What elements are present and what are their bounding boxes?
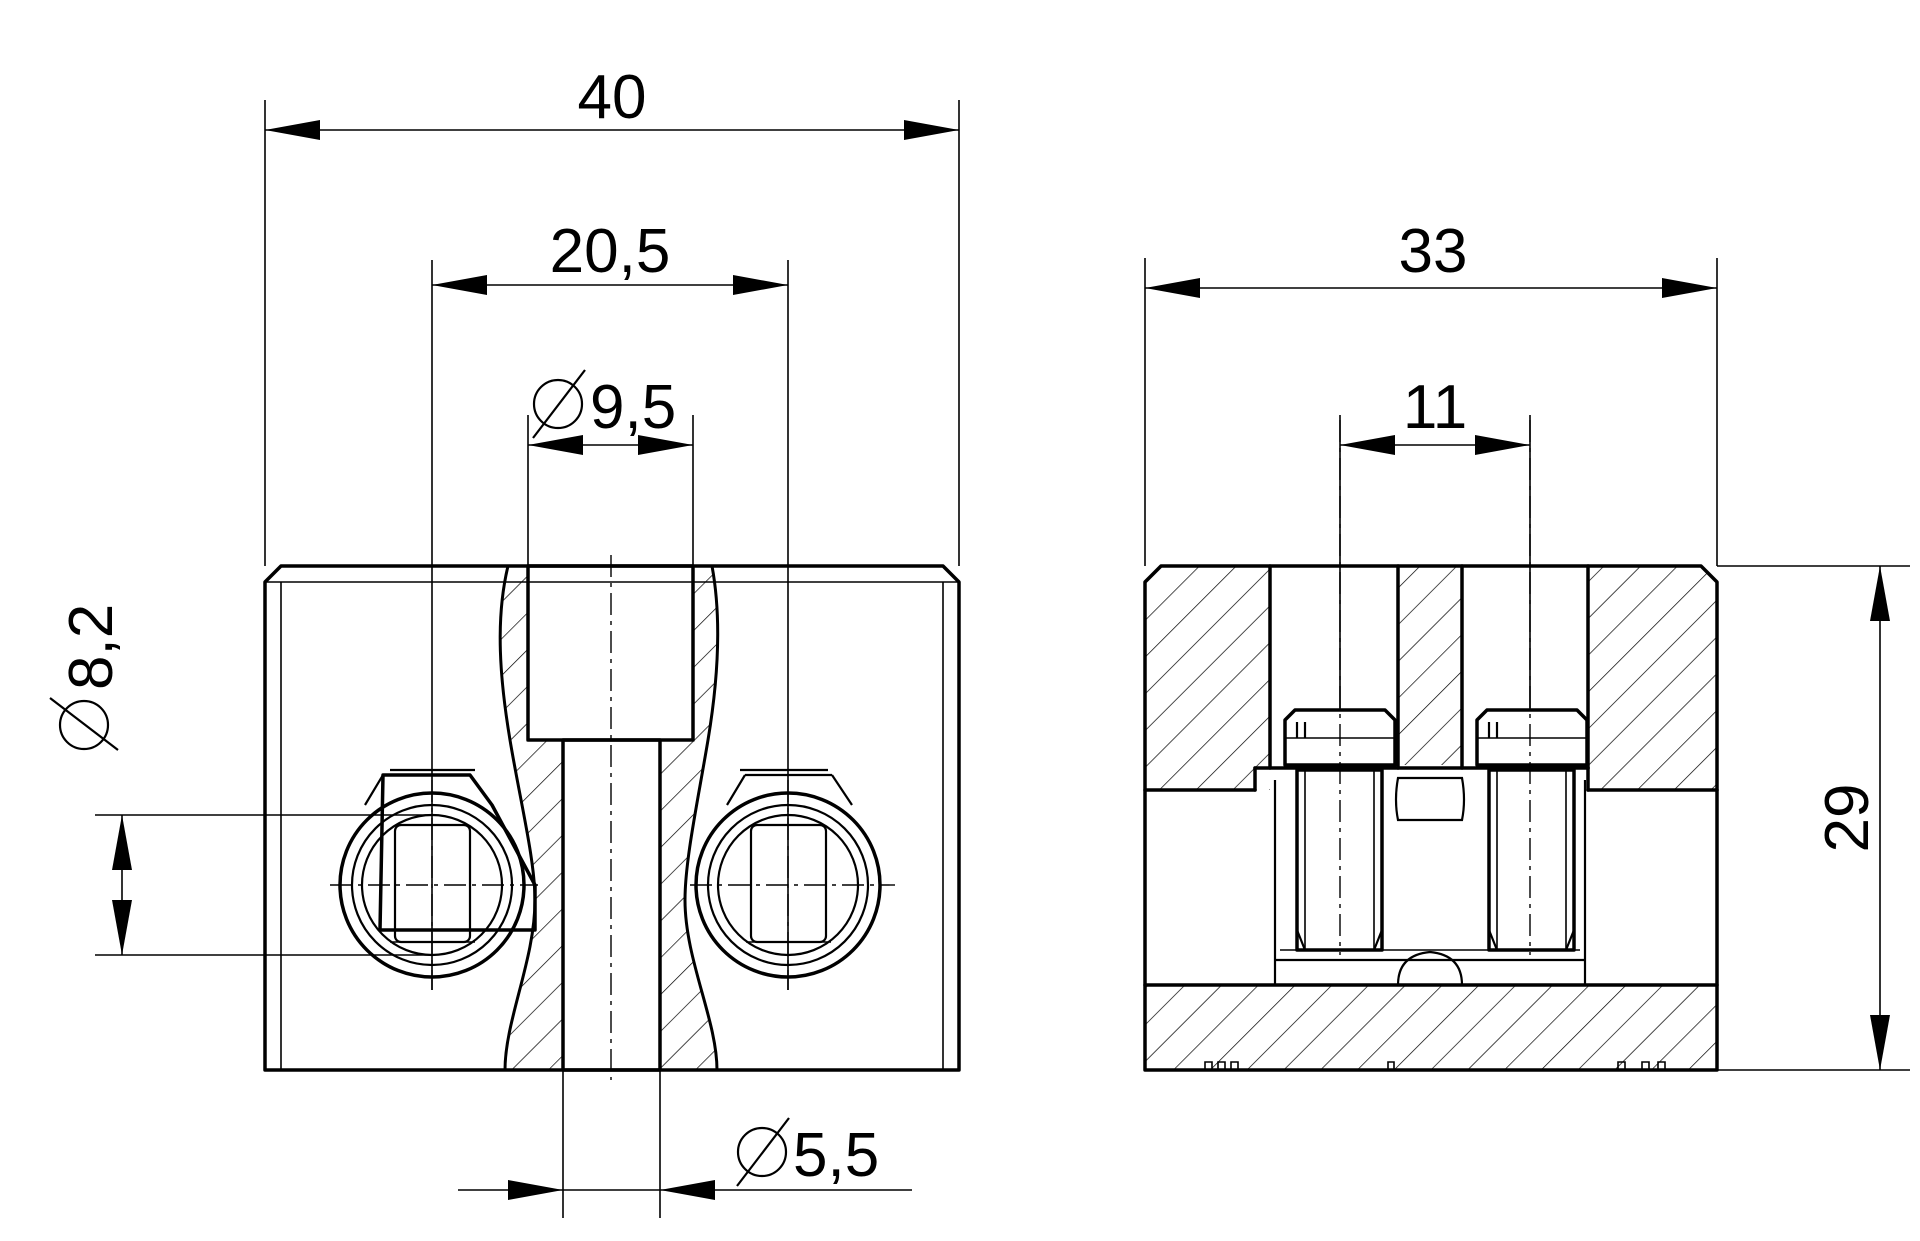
side-dimensions: 33 11 29 xyxy=(1144,217,1910,1071)
diameter-symbol-icon xyxy=(532,369,586,439)
dim-overall-width-front: 40 xyxy=(578,63,647,132)
front-view xyxy=(263,555,961,1080)
dim-bore-diameter: 9,5 xyxy=(590,373,676,442)
side-view xyxy=(1143,420,1719,1072)
side-top-section xyxy=(1145,566,1270,790)
dim-pin-diameter: 5,5 xyxy=(793,1121,879,1190)
front-bore-section-right xyxy=(658,564,720,1072)
dim-screw-pitch: 20,5 xyxy=(550,217,671,286)
side-bottom-marks xyxy=(1204,1061,1666,1070)
dim-screw-hole-diameter: 8,2 xyxy=(57,604,126,690)
dim-overall-width-side: 33 xyxy=(1399,217,1468,286)
side-screw-right xyxy=(1475,420,1589,955)
diameter-symbol-icon xyxy=(49,697,119,751)
dim-height: 29 xyxy=(1813,784,1882,853)
front-bore-section-left xyxy=(498,564,565,1072)
front-dimensions: 40 20,5 9,5 8,2 xyxy=(49,63,960,1218)
diameter-symbol-icon xyxy=(736,1117,790,1187)
front-screw-left xyxy=(330,768,538,990)
dim-screw-spacing: 11 xyxy=(1403,373,1467,442)
front-screw-right xyxy=(690,768,895,990)
side-bottom-section xyxy=(1145,985,1717,1070)
